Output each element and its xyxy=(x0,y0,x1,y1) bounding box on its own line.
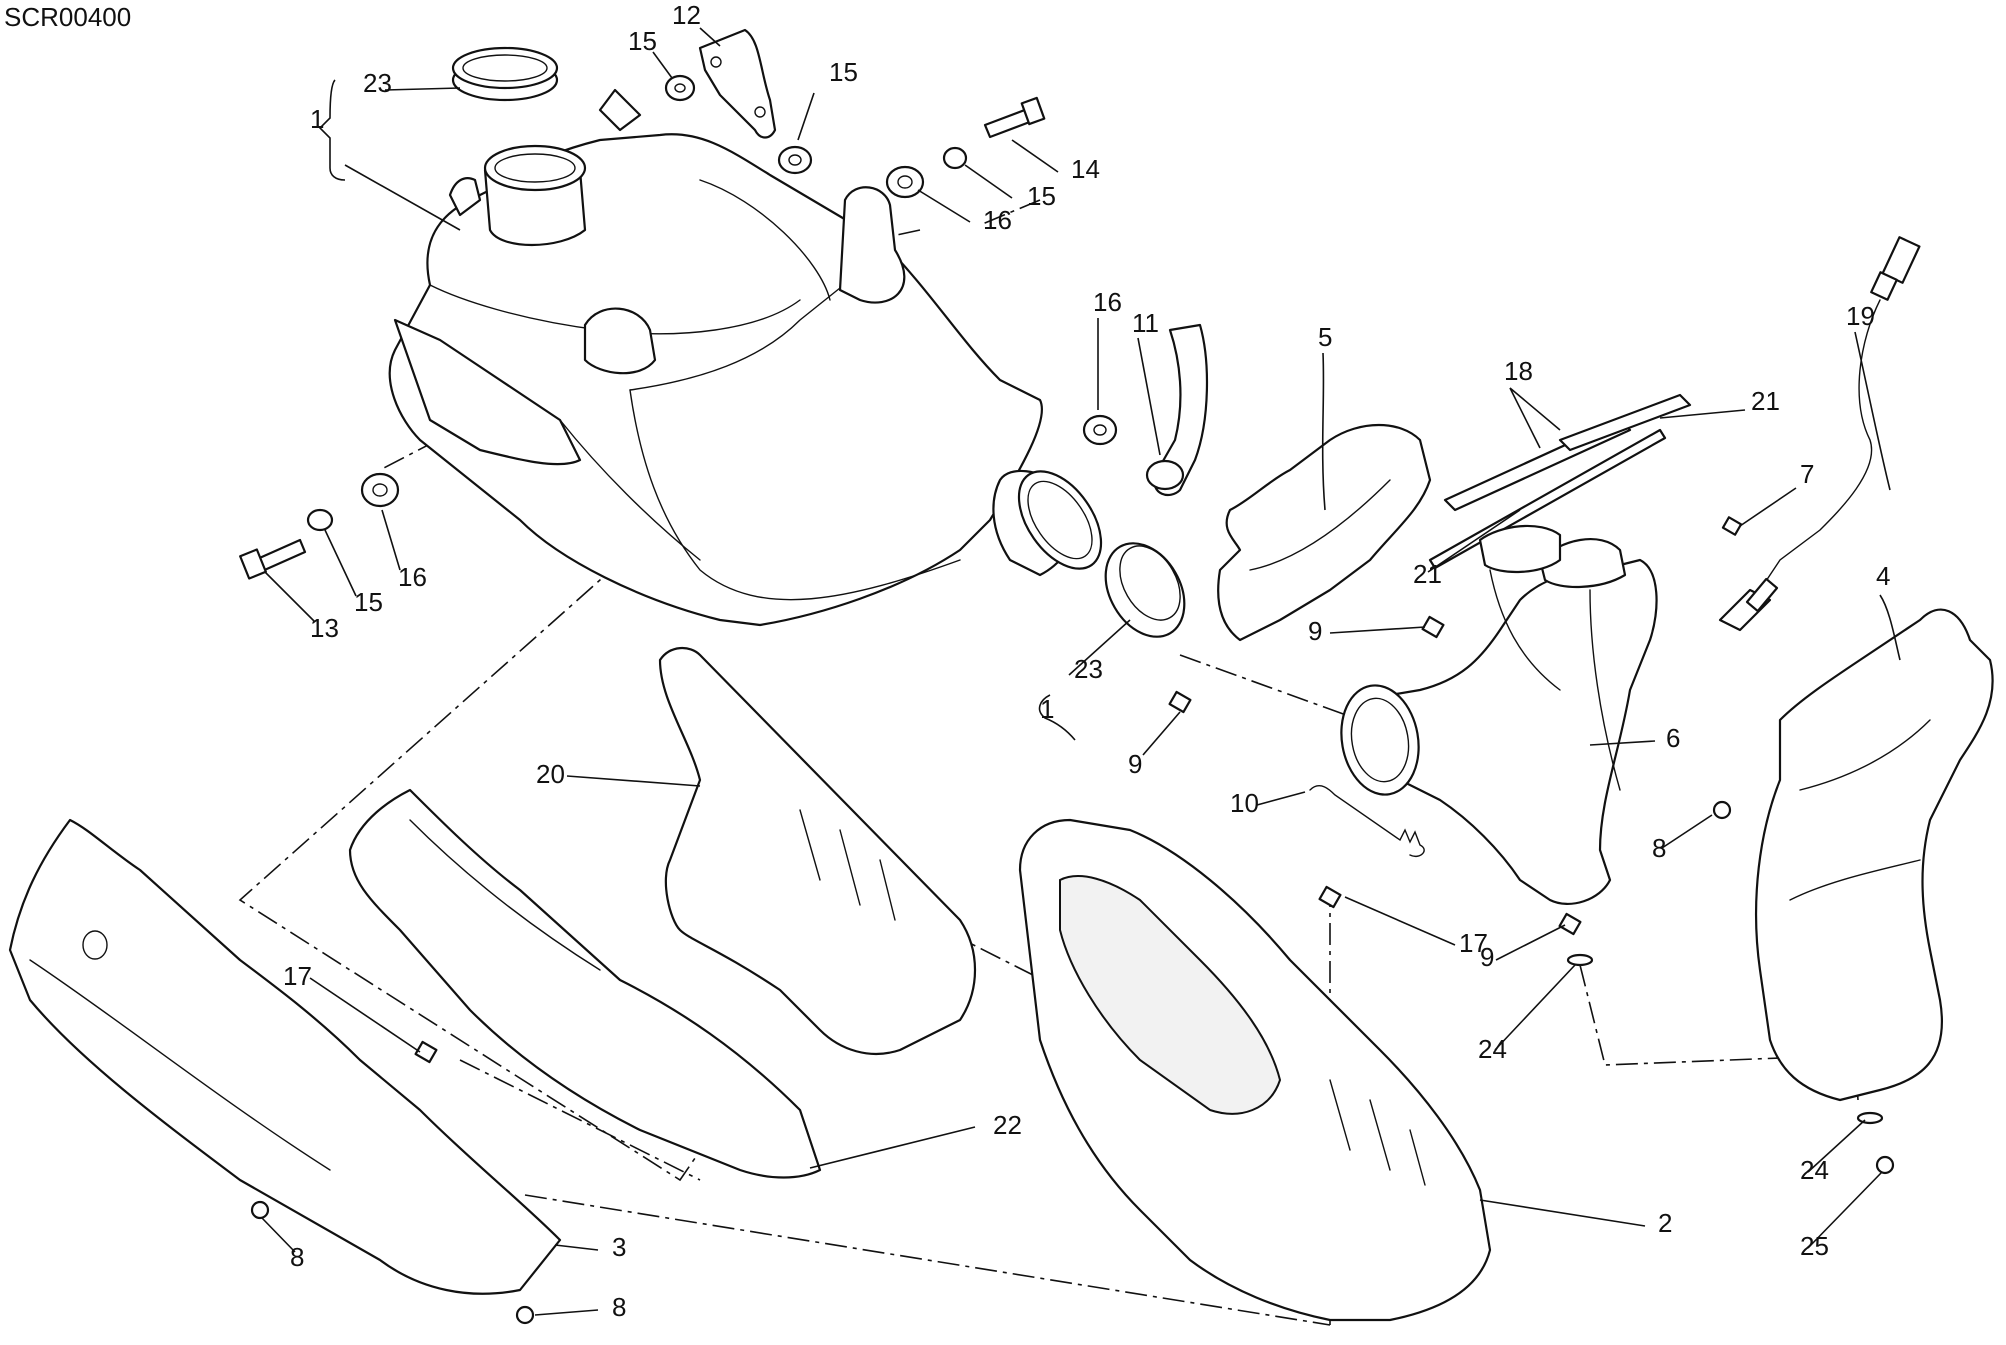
heat-shield-part-3 xyxy=(8,818,562,1295)
spring-part-10 xyxy=(1309,785,1425,857)
callout-24: 24 xyxy=(1478,1034,1507,1064)
callout-6: 6 xyxy=(1666,723,1680,753)
callout-20: 20 xyxy=(536,759,565,789)
callout-15: 15 xyxy=(628,26,657,56)
bracket-part-11 xyxy=(1145,323,1209,497)
callout-17: 17 xyxy=(283,961,312,991)
callout-7: 7 xyxy=(1800,459,1814,489)
gasket-part-23-top xyxy=(451,46,559,102)
washers-and-spacers xyxy=(306,74,1118,532)
lambda-sensor-part-19 xyxy=(1718,236,1921,632)
callout-2: 2 xyxy=(1658,1208,1672,1238)
callout-25: 25 xyxy=(1800,1231,1829,1261)
callout-12: 12 xyxy=(672,0,701,30)
callout-9: 9 xyxy=(1308,616,1322,646)
callout-18: 18 xyxy=(1504,356,1533,386)
callout-8: 8 xyxy=(1652,833,1666,863)
callout-17: 17 xyxy=(1459,928,1488,958)
callout-8: 8 xyxy=(290,1242,304,1272)
callout-14: 14 xyxy=(1071,154,1100,184)
heat-shield-part-4 xyxy=(1754,608,1994,1102)
exhaust-header-part-6 xyxy=(1340,524,1658,905)
callout-13: 13 xyxy=(310,613,339,643)
callout-21: 21 xyxy=(1413,559,1442,589)
clip-nuts-part-9-17-7 xyxy=(414,516,1743,1064)
leader-lines xyxy=(261,27,1901,1316)
callout-22: 22 xyxy=(993,1110,1022,1140)
callout-1: 1 xyxy=(310,104,324,134)
silencer-part-1 xyxy=(388,88,1103,627)
callout-16: 16 xyxy=(1093,287,1122,317)
callout-11: 11 xyxy=(1132,308,1159,338)
callout-3: 3 xyxy=(612,1232,626,1262)
callout-15: 15 xyxy=(829,57,858,87)
callout-8: 8 xyxy=(612,1292,626,1322)
callout-10: 10 xyxy=(1230,788,1259,818)
callout-21: 21 xyxy=(1751,386,1780,416)
heat-shield-part-20 xyxy=(658,647,976,1055)
callout-16: 16 xyxy=(983,205,1012,235)
callout-15: 15 xyxy=(1027,181,1056,211)
callout-1: 1 xyxy=(1040,694,1054,724)
screws-part-8-25-24 xyxy=(250,800,1895,1325)
bracket-part-12 xyxy=(698,28,777,139)
callout-16: 16 xyxy=(398,562,427,592)
bolt-part-14 xyxy=(983,96,1046,139)
callout-24: 24 xyxy=(1800,1155,1829,1185)
heat-shield-part-2 xyxy=(1018,818,1492,1322)
heat-shield-part-22 xyxy=(348,788,822,1179)
bolt-part-13 xyxy=(239,538,307,580)
callout-19: 19 xyxy=(1846,301,1875,331)
callout-5: 5 xyxy=(1318,322,1332,352)
callout-9: 9 xyxy=(1480,942,1494,972)
heat-shield-part-5 xyxy=(1217,424,1432,642)
gasket-part-23-lower xyxy=(1104,542,1186,638)
callout-4: 4 xyxy=(1876,561,1890,591)
callout-9: 9 xyxy=(1128,749,1142,779)
callout-15: 15 xyxy=(354,587,383,617)
diagram-code: SCR00400 xyxy=(4,2,131,32)
callout-23: 23 xyxy=(363,68,392,98)
callout-23: 23 xyxy=(1074,654,1103,684)
